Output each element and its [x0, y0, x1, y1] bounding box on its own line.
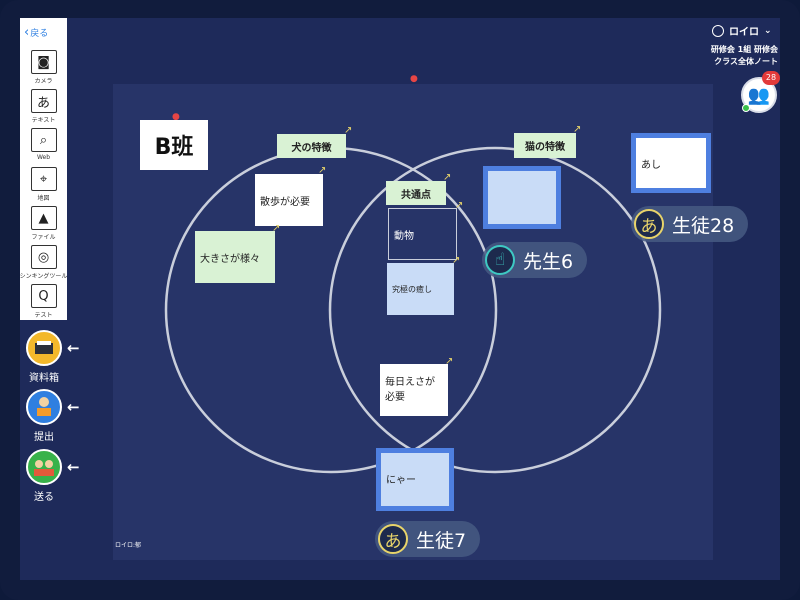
tool-text[interactable]: あ テキスト: [20, 89, 67, 127]
card-text: 犬の特徴: [291, 142, 332, 154]
tool-label: Web: [36, 154, 51, 161]
link-arrow-icon: ↗: [344, 125, 353, 136]
card-text: にゃー: [386, 475, 416, 486]
student-icon: あ: [634, 209, 664, 239]
link-arrow-icon: ↗: [318, 165, 327, 176]
course-info: 研修会 1組 研修会 クラス全体ノート: [711, 44, 778, 68]
test-icon: Q: [30, 284, 57, 308]
tool-camera[interactable]: ◙ カメラ: [20, 50, 67, 88]
tool-test[interactable]: Q テスト: [20, 284, 67, 322]
board-owner-label: ロイロ:郁: [115, 542, 142, 549]
camera-icon: ◙: [30, 50, 57, 74]
card-walk[interactable]: 散歩が必要: [255, 174, 323, 226]
text-icon: あ: [30, 89, 57, 113]
link-arrow-icon: ↗: [272, 223, 281, 234]
tool-label: カメラ: [34, 78, 53, 85]
link-arrow-icon: ↗: [455, 200, 464, 211]
link-arrow-icon: ↗: [445, 356, 454, 367]
send-button[interactable]: ← 送る: [26, 449, 84, 505]
tool-web[interactable]: ⌕ Web: [20, 128, 67, 166]
card-text: 共通点: [401, 189, 431, 201]
send-label: 送る: [34, 492, 54, 503]
map-icon: ⌖: [30, 167, 57, 191]
card-text: 散歩が必要: [260, 196, 310, 208]
card-text: 究極の癒し: [392, 284, 432, 294]
materials-box-label: 資料箱: [29, 373, 59, 384]
hand-pointer-icon: ☝: [485, 245, 515, 275]
arrow-left-icon: ←: [67, 339, 80, 357]
course-line2: クラス全体ノート: [714, 57, 778, 66]
card-text: 動物: [394, 230, 414, 242]
pointer-dot: ●: [410, 74, 418, 84]
tool-thinking[interactable]: ◎ シンキングツール: [20, 245, 67, 283]
cursor-tag-student28: あ 生徒28: [631, 206, 749, 242]
people-icon: 👥: [747, 84, 771, 106]
cursor-tag-teacher6: ☝ 先生6: [482, 242, 588, 278]
card-dog-title[interactable]: 犬の特徴: [277, 134, 346, 158]
user-name: ロイロ: [729, 27, 759, 38]
group-label-card[interactable]: B班: [140, 120, 208, 170]
tool-label: 地図: [37, 195, 50, 202]
back-button[interactable]: ‹ 戻る: [24, 22, 48, 42]
card-nyaa[interactable]: にゃー: [376, 448, 454, 511]
card-ashi[interactable]: あし: [631, 133, 711, 193]
card-text: 毎日えさが必要: [385, 377, 435, 403]
card-text: 大きさが様々: [200, 253, 260, 265]
submit-button[interactable]: ← 提出: [26, 389, 84, 445]
tool-label: テキスト: [31, 117, 56, 124]
tool-label: シンキングツール: [19, 273, 68, 280]
tool-label: テスト: [34, 312, 53, 319]
cursor-tag-student7: あ 生徒7: [375, 521, 481, 557]
link-arrow-icon: ↗: [443, 172, 452, 183]
card-cat-title[interactable]: 猫の特徴: [514, 133, 576, 158]
tool-map[interactable]: ⌖ 地図: [20, 167, 67, 205]
tool-file[interactable]: ▲ ファイル: [20, 206, 67, 244]
link-arrow-icon: ↗: [573, 124, 582, 135]
chevron-left-icon: ‹: [24, 24, 30, 40]
web-search-icon: ⌕: [30, 128, 57, 152]
student-icon: あ: [378, 524, 408, 554]
submit-label: 提出: [34, 432, 54, 443]
card-common-title[interactable]: 共通点: [386, 181, 446, 205]
cursor-name: 生徒28: [672, 214, 735, 237]
submit-icon: [26, 389, 62, 425]
tool-palette: ‹ 戻る ◙ カメラ あ テキスト ⌕ Web ⌖ 地図 ▲ ファイル ◎ シン…: [20, 18, 67, 320]
card-selected-blank[interactable]: [483, 166, 561, 229]
card-text: 猫の特徴: [525, 142, 565, 153]
card-size[interactable]: 大きさが様々: [195, 231, 275, 283]
card-text: あし: [641, 160, 661, 171]
card-healing[interactable]: 究極の癒し: [387, 263, 454, 315]
thinking-tool-icon: ◎: [30, 245, 57, 269]
back-label: 戻る: [30, 28, 49, 39]
pointer-dot: ●: [172, 112, 180, 122]
course-line1: 研修会 1組 研修会: [710, 45, 778, 54]
send-icon: [26, 449, 62, 485]
cursor-name: 先生6: [523, 250, 574, 273]
card-animal[interactable]: 動物: [388, 208, 457, 260]
cursor-name: 生徒7: [416, 529, 467, 552]
materials-box-icon: [26, 330, 62, 366]
file-image-icon: ▲: [30, 206, 57, 230]
materials-box-button[interactable]: ← 資料箱: [26, 330, 84, 386]
chevron-down-icon: ⌄: [764, 25, 772, 36]
online-status-dot: [742, 104, 750, 112]
participant-count-badge: 28: [762, 71, 780, 85]
card-feed[interactable]: 毎日えさが必要: [380, 364, 448, 416]
link-arrow-icon: ↗: [452, 255, 461, 266]
user-icon: [712, 24, 724, 37]
tool-label: ファイル: [31, 234, 56, 241]
arrow-left-icon: ←: [67, 398, 80, 416]
arrow-left-icon: ←: [67, 458, 80, 476]
user-menu[interactable]: ロイロ ⌄: [712, 23, 772, 38]
